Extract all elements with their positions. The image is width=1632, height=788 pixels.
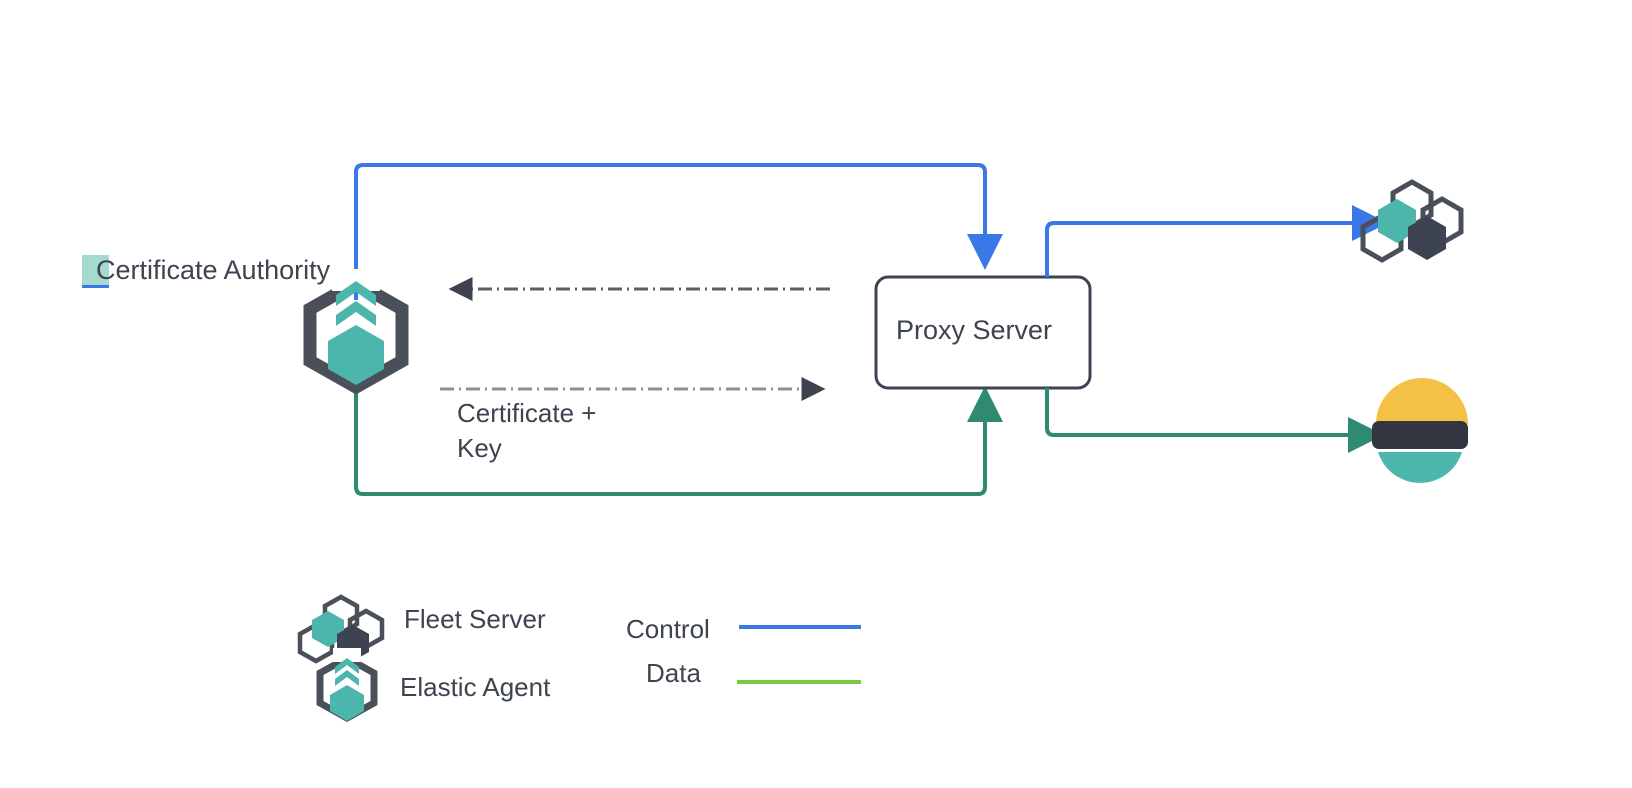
elasticsearch-icon	[1372, 378, 1468, 483]
fleet-server-icon	[1360, 179, 1464, 263]
edge-proxy-to-fleet-control	[1045, 205, 1388, 277]
legend-label-data: Data	[646, 658, 701, 688]
certificate-authority-underline	[82, 285, 109, 288]
legend-label-fleet-server: Fleet Server	[404, 604, 546, 634]
proxy-server-label: Proxy Server	[896, 315, 1053, 345]
node-proxy-server[interactable]	[874, 275, 1092, 390]
edge-agent-to-proxy-control	[354, 163, 1003, 300]
edge-agent-to-proxy-data	[354, 370, 1003, 496]
certificate-authority-highlight	[82, 255, 109, 285]
legend-label-elastic-agent: Elastic Agent	[400, 672, 551, 702]
edge-proxy-to-elasticsearch-data	[1045, 388, 1384, 453]
certificate-authority-label: Certificate Authority	[96, 255, 331, 285]
legend-label-control: Control	[626, 614, 710, 644]
elastic-agent-icon	[303, 269, 409, 395]
certificate-key-edge-label: Certificate + Key	[457, 398, 597, 463]
legend-elastic-agent-icon	[316, 648, 378, 723]
